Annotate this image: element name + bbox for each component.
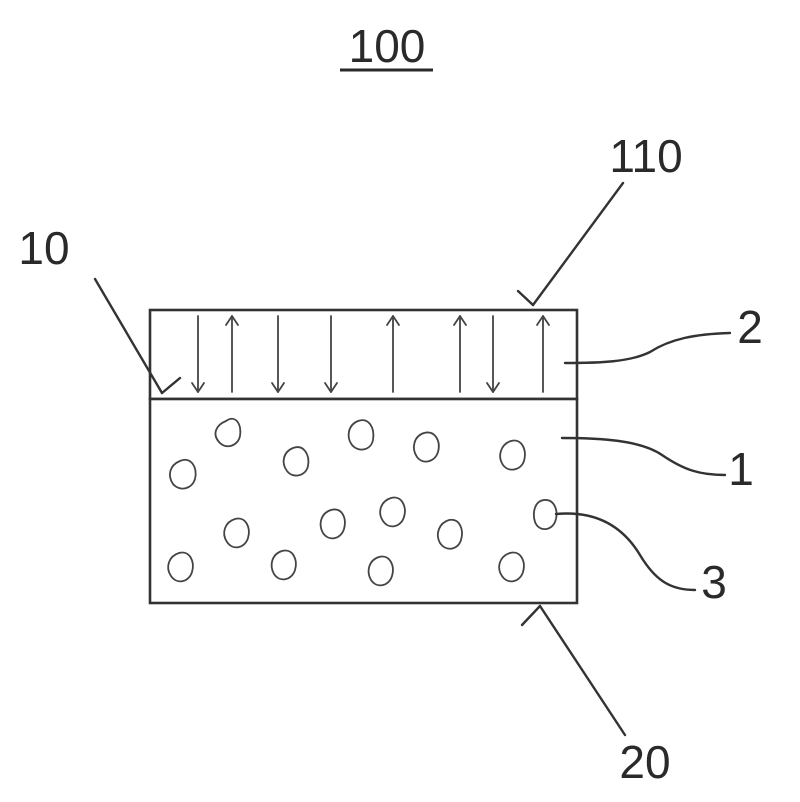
arrow-head-down [486, 382, 500, 393]
leader-1 [560, 436, 727, 477]
particle [169, 458, 197, 490]
leader-20 [538, 604, 627, 737]
label-2: 2 [737, 301, 763, 353]
label-110: 110 [609, 130, 682, 182]
label-20: 20 [619, 736, 670, 788]
particle [167, 551, 194, 583]
arrow-head-up [536, 315, 550, 326]
arrow-head-down [191, 382, 205, 393]
leader-2 [563, 331, 732, 365]
particle [436, 518, 463, 550]
label-10: 10 [18, 222, 69, 274]
particle [270, 549, 297, 581]
arrow-head-down [324, 382, 338, 393]
tick-110 [516, 289, 535, 307]
particle [282, 446, 310, 477]
particle [223, 517, 250, 549]
arrow-head-down [271, 382, 285, 393]
particle [347, 419, 375, 451]
arrow-head-up [453, 315, 467, 326]
particle [367, 555, 394, 587]
leader-110 [531, 181, 625, 307]
particle [214, 417, 242, 448]
upper-layer [148, 308, 579, 401]
particle [379, 496, 406, 528]
particle [498, 551, 525, 583]
particle [319, 508, 346, 540]
arrow-head-up [225, 315, 239, 326]
particles [167, 417, 558, 587]
label-1: 1 [728, 443, 754, 495]
lower-layer [148, 397, 579, 605]
leader-3 [554, 512, 697, 592]
label-3: 3 [701, 556, 727, 608]
particle [413, 431, 440, 463]
particle [532, 499, 558, 531]
tick-20 [520, 604, 542, 627]
arrow-head-up [386, 315, 400, 326]
polarization-arrows [191, 315, 550, 393]
tick-10 [160, 376, 182, 395]
leader-10 [93, 277, 164, 395]
particle [499, 439, 526, 471]
figure-title: 100 [349, 20, 426, 72]
